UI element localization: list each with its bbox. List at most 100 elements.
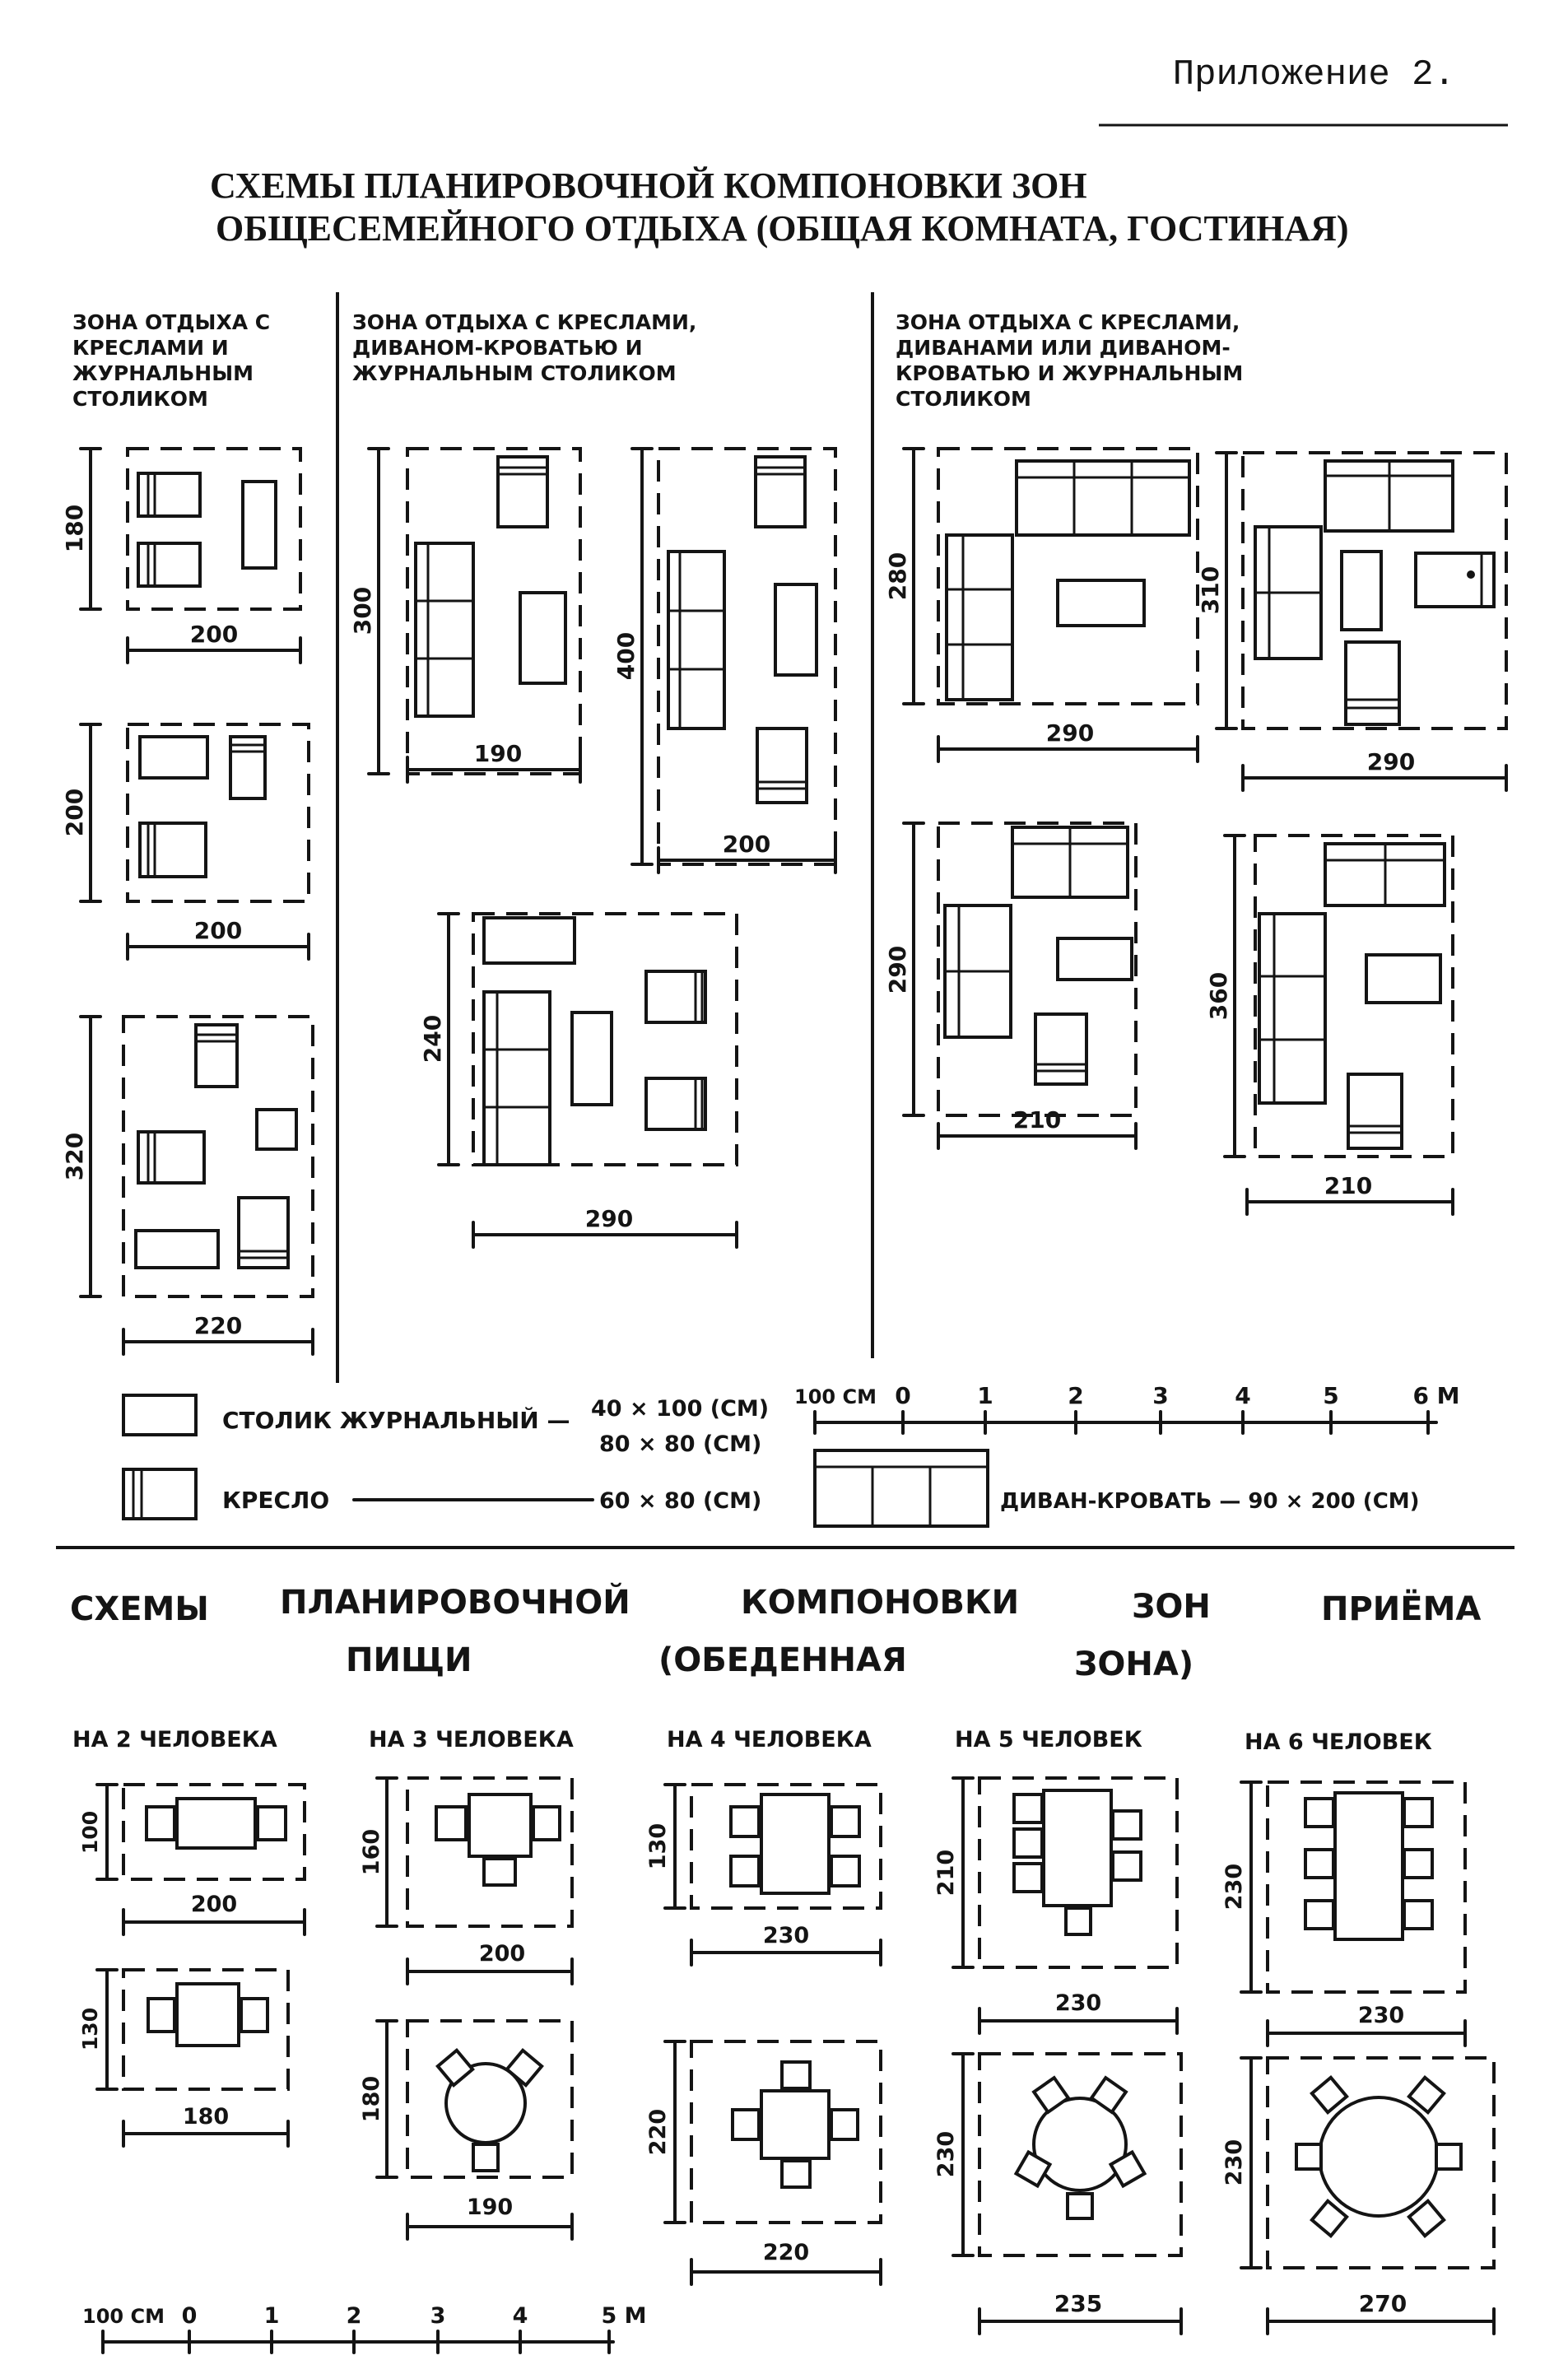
scale-bottom-unit: 100 СМ [82, 2305, 165, 2328]
layout-l2: 200 200 [61, 723, 310, 961]
svg-text:КОМПОНОВКИ: КОМПОНОВКИ [741, 1584, 1019, 1622]
svg-text:НА 2 ЧЕЛОВЕКА: НА 2 ЧЕЛОВЕКА [72, 1727, 277, 1753]
coffee-table [255, 1108, 298, 1151]
dining-table [175, 1982, 240, 2047]
svg-text:НА 6 ЧЕЛОВЕК: НА 6 ЧЕЛОВЕК [1245, 1729, 1432, 1755]
legend-sofa-label: ДИВАН-КРОВАТЬ — 90 × 200 (СМ) [1000, 1489, 1420, 1514]
svg-text:1: 1 [977, 1382, 993, 1409]
m1-width: 190 [474, 740, 522, 767]
r1-width: 290 [1046, 719, 1094, 747]
chair [147, 1997, 176, 2033]
coffee-table [519, 591, 567, 685]
r2-height: 310 [1197, 566, 1224, 614]
layout-r4: 360 210 [1205, 834, 1454, 1216]
svg-text:ПРИЁМА: ПРИЁМА [1321, 1589, 1481, 1628]
svg-text:ПЛАНИРОВОЧНОЙ: ПЛАНИРОВОЧНОЙ [280, 1582, 630, 1622]
chair [780, 2159, 812, 2189]
svg-text:ЗОНА ОТДЫХА С: ЗОНА ОТДЫХА С [72, 310, 270, 334]
svg-text:ДИВАНОМ-КРОВАТЬЮ И: ДИВАНОМ-КРОВАТЬЮ И [352, 336, 643, 360]
svg-text:210: 210 [933, 1850, 959, 1896]
chair [1089, 2075, 1128, 2115]
chair [1013, 2149, 1053, 2189]
coffee-table [1056, 579, 1146, 627]
dining-3b: 180 190 [359, 2019, 574, 2241]
scale-top-unit: 100 СМ [794, 1385, 877, 1408]
svg-text:0: 0 [895, 1382, 910, 1409]
sofa-bed [667, 550, 726, 730]
svg-text:230: 230 [1358, 2003, 1404, 2028]
column-1-heading: ЗОНА ОТДЫХА С КРЕСЛАМИ И ЖУРНАЛЬНЫМ СТОЛ… [72, 310, 270, 411]
chair [1108, 2149, 1147, 2189]
armchair [237, 1196, 290, 1269]
coffee-table [1056, 937, 1133, 981]
svg-text:230: 230 [1055, 1990, 1101, 2016]
svg-text:130: 130 [645, 1823, 671, 1869]
chair [731, 2108, 761, 2141]
svg-text:СТОЛИКОМ: СТОЛИКОМ [896, 387, 1031, 411]
l3-height: 320 [61, 1133, 88, 1180]
svg-text:(ОБЕДЕННАЯ: (ОБЕДЕННАЯ [658, 1641, 907, 1679]
l2-height: 200 [61, 789, 88, 836]
dining-6b: 230 270 [1221, 2056, 1496, 2335]
dining-table [1042, 1789, 1113, 1907]
armchair [644, 970, 707, 1024]
dining-group-heads: НА 2 ЧЕЛОВЕКА НА 3 ЧЕЛОВЕКА НА 4 ЧЕЛОВЕК… [72, 1727, 1432, 1755]
svg-text:200: 200 [191, 1892, 237, 1917]
chair [1111, 1809, 1142, 1841]
layout-l3: 320 220 [61, 1015, 314, 1356]
svg-text:КРЕСЛАМИ И: КРЕСЛАМИ И [72, 336, 229, 360]
r4-height: 360 [1205, 972, 1232, 1020]
svg-text:6 М: 6 М [1412, 1382, 1459, 1409]
living-title-line-2: ОБЩЕСЕМЕЙНОГО ОТДЫХА (ОБЩАЯ КОМНАТА, ГОС… [216, 208, 1349, 249]
r4-width: 210 [1324, 1172, 1372, 1199]
r3-width: 210 [1013, 1106, 1061, 1133]
chair [435, 2048, 475, 2088]
chair [1310, 2075, 1349, 2115]
svg-text:2: 2 [1068, 1382, 1083, 1409]
sofa-bed [943, 904, 1012, 1039]
armchair [1347, 1073, 1403, 1150]
chair [145, 1805, 176, 1841]
column-3-heading: ЗОНА ОТДЫХА С КРЕСЛАМИ, ДИВАНАМИ ИЛИ ДИВ… [896, 310, 1243, 411]
legend-table-size-1: 40 × 100 (СМ) [591, 1396, 769, 1422]
round-table [1318, 2096, 1440, 2218]
layout-l1: 180 200 [61, 447, 302, 664]
svg-text:230: 230 [1221, 2139, 1247, 2185]
layout-m3: 240 290 [419, 912, 738, 1249]
chair [256, 1805, 287, 1841]
armchair [137, 1130, 206, 1185]
svg-text:0: 0 [182, 2303, 198, 2329]
scale-bar-bottom: 100 СМ 0 1 2 3 4 5 М [82, 2303, 647, 2354]
chair [1304, 1848, 1335, 1879]
dining-table [1333, 1791, 1404, 1941]
dining-5a: 210 230 [933, 1776, 1179, 2035]
armchair [229, 735, 267, 800]
dining-table [760, 2089, 831, 2160]
l1-height: 180 [61, 505, 88, 552]
armchair [754, 455, 807, 528]
chair [1064, 1906, 1092, 1936]
coffee-table [774, 583, 818, 677]
chair [482, 1857, 517, 1887]
legend-table-size-2: 80 × 80 (СМ) [599, 1431, 761, 1457]
armchair [1034, 1012, 1088, 1086]
svg-text:220: 220 [763, 2240, 809, 2265]
svg-text:ЗОНА): ЗОНА) [1074, 1645, 1193, 1683]
column-2-heading: ЗОНА ОТДЫХА С КРЕСЛАМИ, ДИВАНОМ-КРОВАТЬЮ… [352, 310, 696, 385]
chair [830, 1855, 861, 1888]
svg-text:5: 5 [1323, 1382, 1338, 1409]
dining-6a: 230 230 [1221, 1780, 1467, 2047]
layout-r3: 290 210 [884, 822, 1138, 1150]
chair [1403, 1797, 1434, 1828]
sofa-bed [945, 533, 1014, 701]
svg-text:160: 160 [359, 1829, 384, 1875]
svg-text:190: 190 [467, 2195, 513, 2220]
chair [830, 2108, 859, 2141]
svg-text:ЗОНА ОТДЫХА С КРЕСЛАМИ,: ЗОНА ОТДЫХА С КРЕСЛАМИ, [896, 310, 1240, 334]
svg-text:ПИЩИ: ПИЩИ [346, 1641, 472, 1679]
legend-chair-symbol [122, 1468, 198, 1520]
m3-width: 290 [585, 1205, 633, 1232]
armchair [194, 1023, 239, 1088]
svg-text:180: 180 [359, 2076, 384, 2122]
sofa-bed [414, 542, 475, 718]
